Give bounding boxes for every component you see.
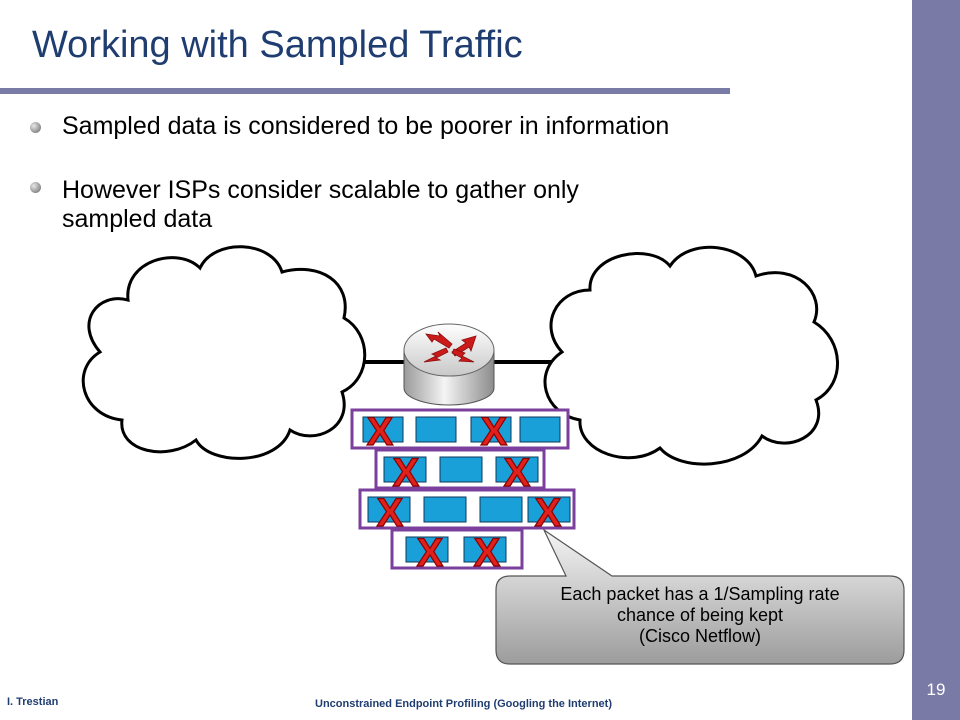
packet-icon — [495, 456, 539, 483]
footer-author: I. Trestian — [7, 696, 59, 708]
callout-text: Each packet has a 1/Sampling rate chance… — [500, 584, 900, 647]
drop-mark-icon: X — [535, 491, 562, 535]
drop-mark-icon: X — [393, 451, 420, 495]
bullet-2-text-line1: However ISPs consider scalable to gather… — [62, 176, 579, 204]
slide-number: 19 — [926, 680, 946, 699]
packet-icon — [479, 496, 523, 523]
drop-mark-icon: X — [504, 451, 531, 495]
packet-icon — [383, 456, 427, 483]
callout-line-3: (Cisco Netflow) — [638, 626, 762, 646]
packet-icon — [367, 496, 411, 523]
packet-icon — [405, 536, 449, 563]
drop-mark-icon: X — [367, 410, 394, 454]
router-icon — [403, 323, 495, 406]
drop-mark-icon: X — [474, 531, 501, 575]
bullet-1-text: Sampled data is considered to be poorer … — [62, 112, 670, 140]
packet-icon — [519, 416, 561, 443]
drop-mark-icon: X — [377, 491, 404, 535]
sidebar-band — [912, 0, 960, 720]
packet-icon — [463, 536, 507, 563]
callout-line-2: chance of being kept — [616, 605, 784, 625]
drop-mark-icon: X — [481, 410, 508, 454]
cloud-left — [81, 245, 367, 460]
packet-row-3 — [358, 488, 576, 530]
footer-title: Unconstrained Endpoint Profiling (Googli… — [315, 698, 612, 710]
packet-icon — [470, 416, 512, 443]
packet-row-4 — [390, 528, 524, 570]
packet-icon — [423, 496, 467, 523]
packet-icon — [415, 416, 457, 443]
cloud-right — [543, 245, 839, 466]
callout-bubble — [495, 528, 905, 665]
slide-title: Working with Sampled Traffic — [32, 24, 523, 66]
bullet-dot-icon — [30, 182, 41, 193]
packet-row-2 — [374, 448, 546, 490]
drop-mark-icon: X — [417, 531, 444, 575]
packet-icon — [439, 456, 483, 483]
bullet-2-text-line2: sampled data — [62, 205, 213, 233]
bullet-dot-icon — [30, 122, 41, 133]
packet-icon — [362, 416, 404, 443]
callout-line-1: Each packet has a 1/Sampling rate — [560, 584, 840, 604]
packet-row-1 — [350, 408, 570, 450]
title-underline — [0, 88, 730, 94]
packet-icon — [527, 496, 571, 523]
